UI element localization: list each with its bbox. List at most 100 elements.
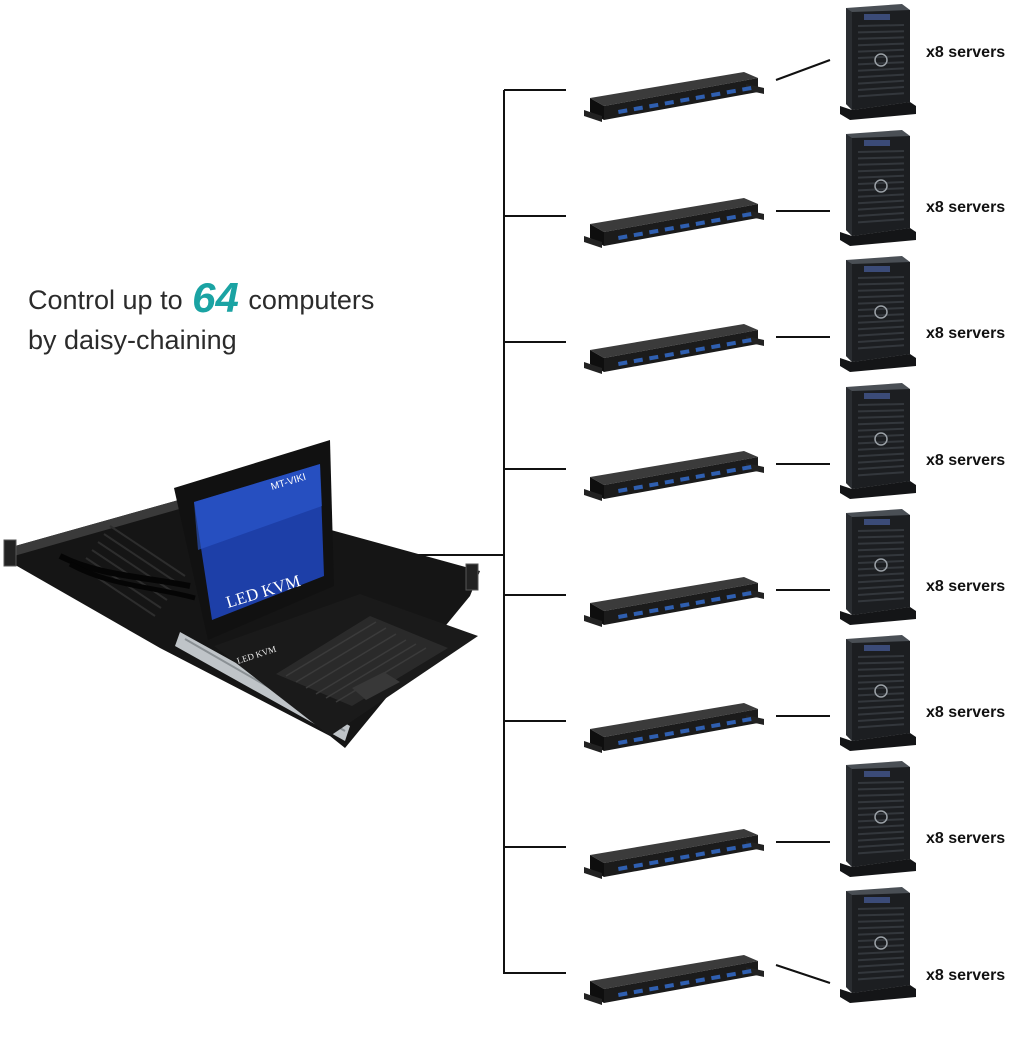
vga-port xyxy=(618,613,628,619)
tower-server xyxy=(840,130,916,246)
server-grille xyxy=(857,956,905,962)
vga-port xyxy=(649,228,659,235)
vga-port xyxy=(680,223,690,229)
vga-port xyxy=(711,974,721,981)
vga-port xyxy=(695,851,706,857)
headline-line-2: by daisy-chaining xyxy=(28,325,237,355)
switch-ear-left xyxy=(584,110,602,122)
server-grille xyxy=(857,723,905,729)
server-front xyxy=(852,10,910,110)
server-grille xyxy=(857,679,905,684)
server-grille xyxy=(857,673,905,678)
vga-port xyxy=(742,717,752,723)
server-side xyxy=(846,891,852,993)
server-display xyxy=(864,897,890,903)
switch-ear-left xyxy=(584,993,602,1005)
switch-top xyxy=(590,703,758,737)
tower-server xyxy=(840,383,916,499)
server-grille xyxy=(857,950,905,955)
server-grille xyxy=(857,830,905,836)
server-grille xyxy=(857,403,905,406)
vga-port xyxy=(680,602,690,608)
server-side xyxy=(846,639,852,741)
kvm-switch xyxy=(584,577,764,627)
vga-port xyxy=(618,739,628,745)
server-grille xyxy=(857,156,905,160)
vga-port xyxy=(633,484,644,491)
server-grille xyxy=(857,319,905,324)
switch-side xyxy=(590,729,604,751)
server-grille xyxy=(857,427,905,432)
server-display xyxy=(864,393,890,399)
headline: Control up to 64 computers by daisy-chai… xyxy=(28,277,374,360)
server-grille xyxy=(857,529,905,532)
switch-top xyxy=(590,829,758,863)
vga-port xyxy=(726,971,737,978)
switch-top xyxy=(590,451,758,485)
server-count-label: x8 servers xyxy=(926,452,1006,469)
server-side xyxy=(846,260,852,362)
server-grille xyxy=(857,818,905,823)
server-display xyxy=(864,140,890,146)
server-grille xyxy=(857,793,905,797)
switch-to-server-links xyxy=(775,59,831,984)
server-display xyxy=(864,519,890,525)
vga-port xyxy=(649,354,659,361)
vga-port xyxy=(633,988,644,995)
server-grille xyxy=(857,415,905,419)
switch-top xyxy=(590,72,758,106)
server-count-label: x8 servers xyxy=(926,578,1006,595)
switch-side xyxy=(590,98,604,120)
touchpad xyxy=(352,672,400,700)
server-grille xyxy=(857,710,905,716)
tower-server xyxy=(840,887,916,1003)
server-grille xyxy=(857,944,905,949)
server-grille xyxy=(857,698,905,703)
kvm-switch xyxy=(584,829,764,879)
switch-ear-left xyxy=(584,741,602,753)
vga-port xyxy=(664,731,675,737)
vga-port xyxy=(664,479,675,485)
server-logo-badge xyxy=(874,432,888,446)
server-count-label: x8 servers xyxy=(926,325,1006,342)
server-grille xyxy=(857,799,905,804)
server-grille xyxy=(857,174,905,179)
server-grille xyxy=(857,434,905,438)
server-grille xyxy=(857,48,905,53)
server-grille xyxy=(857,199,905,205)
server-count-label: x8 servers xyxy=(926,704,1006,721)
server-front xyxy=(852,262,910,362)
vga-port xyxy=(664,605,675,611)
vga-port xyxy=(649,607,659,614)
vga-port xyxy=(695,94,706,100)
server-grille xyxy=(857,421,905,426)
vga-port xyxy=(680,476,690,482)
server-count-label: x8 servers xyxy=(926,830,1006,847)
vga-port xyxy=(664,226,675,232)
vga-port xyxy=(680,728,690,734)
vga-port xyxy=(711,596,721,603)
vga-port xyxy=(742,465,752,471)
server-grille xyxy=(857,193,905,198)
vga-port xyxy=(711,91,721,98)
rackmount-kvm-console: MT-VIKI LED KVM LED KVM xyxy=(3,440,480,748)
vga-port xyxy=(633,736,644,743)
server-grille xyxy=(857,187,905,192)
vga-port xyxy=(649,102,659,109)
kvm-switch xyxy=(584,198,764,248)
headline-prefix: Control up to xyxy=(28,285,183,315)
server-logo-badge xyxy=(874,53,888,67)
vga-port xyxy=(618,360,628,366)
headline-line-1: Control up to 64 computers xyxy=(28,277,374,320)
server-display xyxy=(864,14,890,20)
server-display xyxy=(864,645,890,651)
server-grille xyxy=(857,667,905,671)
switch-side xyxy=(590,981,604,1003)
server-grille xyxy=(857,452,905,458)
server-grille xyxy=(857,409,905,413)
kvm-switch xyxy=(584,955,764,1005)
server-grille xyxy=(857,338,905,343)
server-logo-badge xyxy=(874,684,888,698)
vga-port xyxy=(695,977,706,983)
server-grille xyxy=(857,36,905,40)
